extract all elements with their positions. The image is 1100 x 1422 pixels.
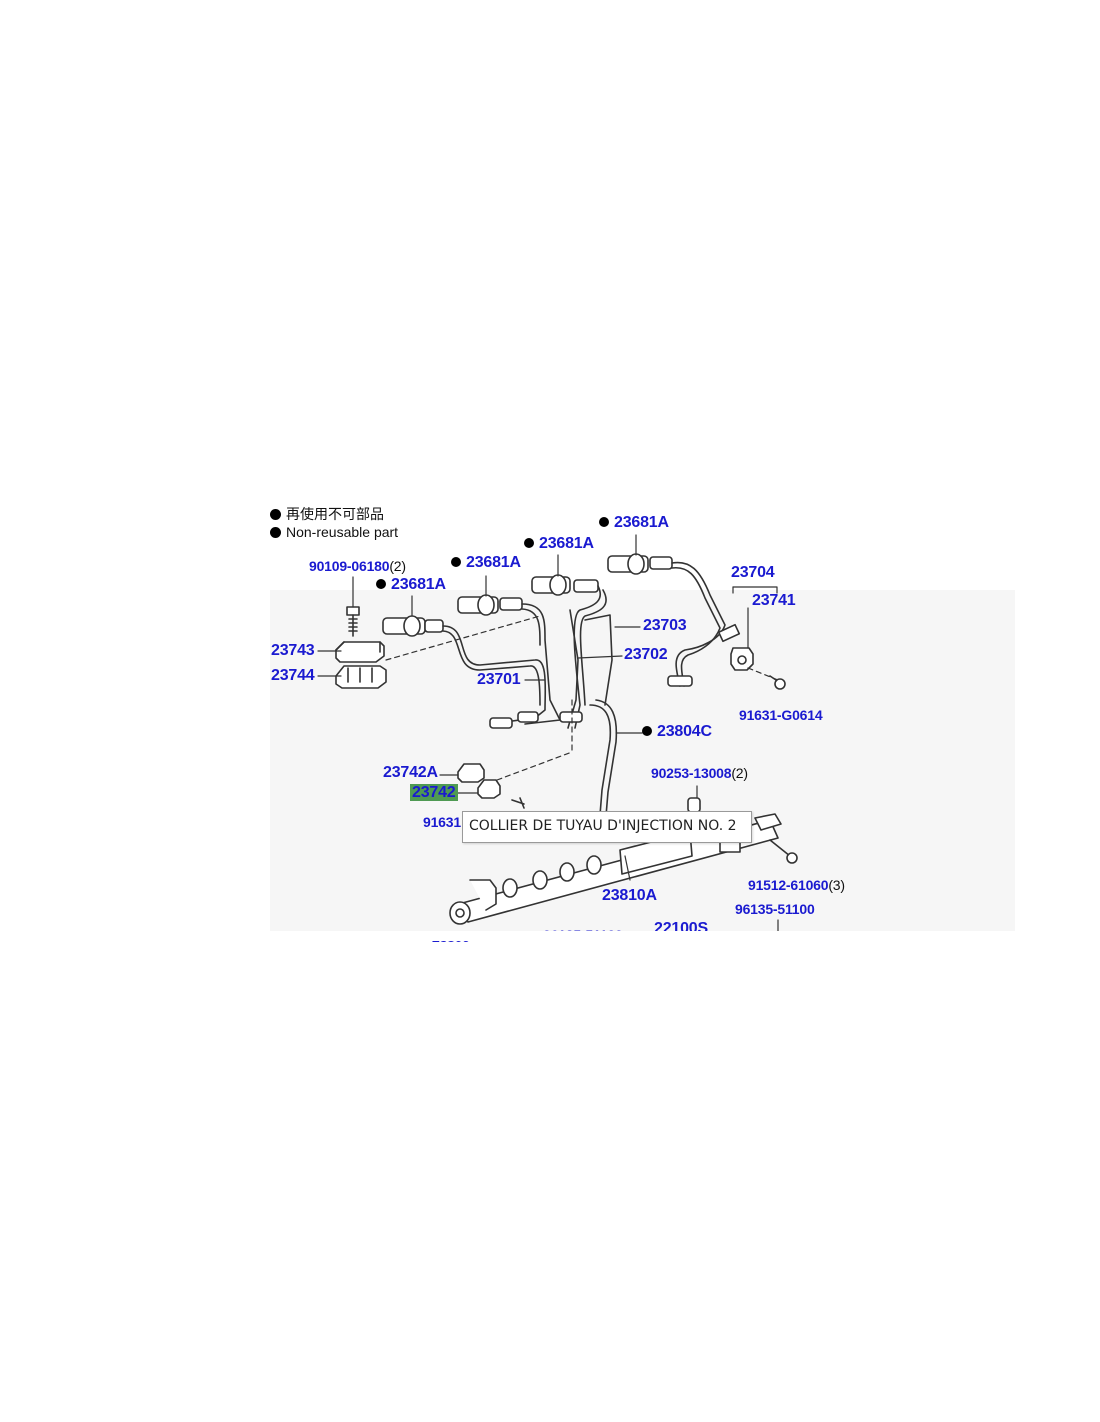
part-label-90253-13008[interactable]: 90253-13008(2) [651, 765, 748, 781]
part-name-tooltip: COLLIER DE TUYAU D'INJECTION NO. 2 [462, 811, 752, 843]
non-reusable-dot-icon [451, 557, 461, 567]
part-label-91631-g0614[interactable]: 91631-G0614 [739, 707, 823, 723]
part-label-23742-selected[interactable]: 23742 [410, 784, 458, 802]
clamp-23742a-icon [457, 763, 485, 783]
part-label-23703[interactable]: 23703 [643, 617, 687, 634]
injection-pipe-23704-icon [671, 561, 741, 687]
legend-english-text: Non-reusable part [286, 524, 399, 540]
part-label-91631[interactable]: 91631 [423, 814, 461, 830]
highlight-23742: 23742 [410, 784, 458, 801]
plug-90253-icon [687, 797, 701, 813]
pipe-ends-icon [489, 675, 693, 729]
clamp-23741-icon [730, 647, 754, 671]
bolt-91631-icon [511, 797, 525, 809]
quantity-91512: (3) [828, 877, 845, 893]
bolt-91631-g0614-icon [769, 675, 786, 690]
part-label-23742a[interactable]: 23742A [383, 764, 438, 781]
non-reusable-dot-icon [376, 579, 386, 589]
quantity-90253: (2) [731, 765, 748, 781]
part-label-91512-61060[interactable]: 91512-61060(3) [748, 877, 845, 893]
clamp-block-23744-icon [335, 665, 387, 689]
clamp-23742-icon [477, 779, 501, 799]
diagram-background [270, 590, 1015, 935]
part-label-23681a-2[interactable]: 23681A [451, 554, 521, 572]
legend: 再使用不可部品 Non-reusable part [270, 505, 398, 541]
non-reusable-dot-icon [642, 726, 652, 736]
non-reusable-dot-icon [599, 517, 609, 527]
part-label-96135-51100[interactable]: 96135-51100 [735, 901, 815, 917]
part-label-23804c[interactable]: 23804C [642, 723, 712, 741]
non-reusable-dot-icon [524, 538, 534, 548]
part-label-90109-06180[interactable]: 90109-06180(2) [309, 558, 406, 574]
quantity-90109: (2) [389, 558, 406, 574]
part-label-23704[interactable]: 23704 [731, 564, 775, 581]
clamp-block-23743-icon [335, 641, 385, 663]
part-label-23702[interactable]: 23702 [624, 646, 668, 663]
part-label-23810a[interactable]: 23810A [602, 887, 657, 904]
part-label-23701[interactable]: 23701 [477, 671, 521, 688]
part-label-23741[interactable]: 23741 [752, 592, 796, 609]
bolt-90109-icon [346, 606, 360, 637]
holder-23681a-4-icon [607, 553, 673, 575]
holder-23681a-3-icon [531, 574, 599, 596]
image-crop-edge [270, 931, 1015, 941]
non-reusable-dot-icon [270, 526, 281, 538]
holder-23681a-1-icon [382, 615, 444, 637]
injection-pipe-23701-icon [442, 625, 547, 723]
holder-23681a-2-icon [457, 594, 523, 616]
bolt-91512-icon [769, 839, 798, 864]
part-label-23743[interactable]: 23743 [271, 642, 315, 659]
injection-pipe-23703-icon [573, 585, 613, 729]
non-reusable-dot-icon [270, 508, 281, 520]
part-label-23681a-3[interactable]: 23681A [524, 535, 594, 553]
part-label-23744[interactable]: 23744 [271, 667, 315, 684]
part-label-23681a-1[interactable]: 23681A [376, 576, 446, 594]
legend-japanese-text: 再使用不可部品 [286, 506, 384, 522]
return-pipe-23804c-icon [589, 699, 618, 841]
part-label-23681a-4[interactable]: 23681A [599, 514, 669, 532]
